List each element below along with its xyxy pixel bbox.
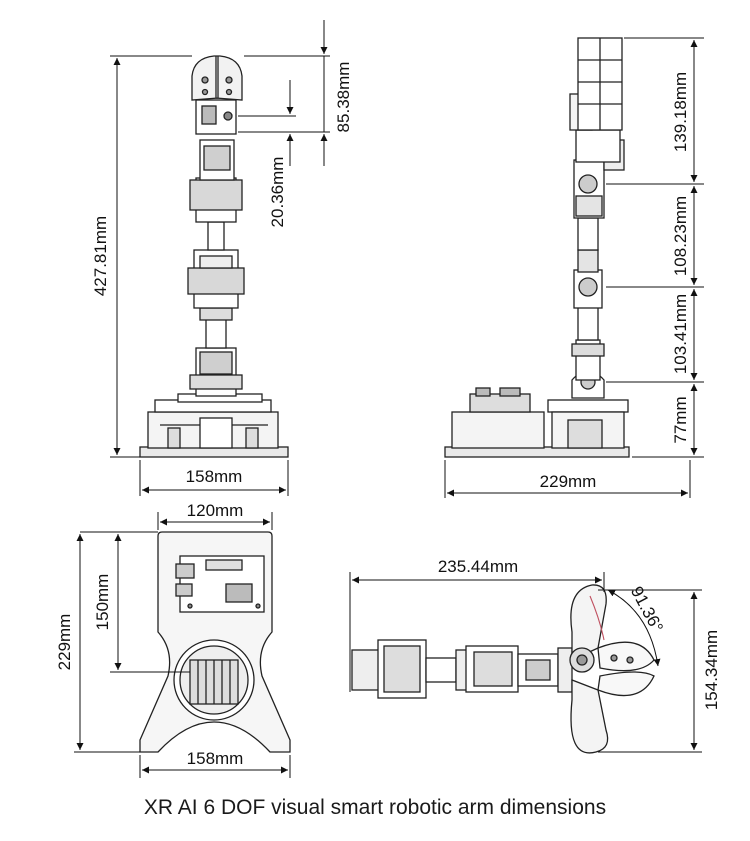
figure-caption: XR AI 6 DOF visual smart robotic arm dim… [143,796,607,819]
side-dimension-lines [444,37,704,498]
front-gripper [191,55,243,101]
front-base-width-label: 158mm [186,467,243,486]
side-base-depth-label: 229mm [540,472,597,491]
side-base-height-label: 77mm [671,396,690,443]
top-total-length-label: 229mm [55,614,74,671]
front-gripper-height-label: 85.38mm [334,62,353,133]
side-segment-top-label: 139.18mm [671,72,690,152]
horizontal-gripper [570,584,607,662]
front-gripper-offset-label: 20.36mm [268,157,287,228]
front-view [139,55,289,458]
horizontal-base-servo [351,649,381,691]
front-overall-height-label: 427.81mm [91,216,110,296]
horizontal-view [351,584,655,754]
front-dimension-lines [110,20,330,496]
top-view [139,531,291,753]
horizontal-gripper-span-label: 154.34mm [702,630,721,710]
side-segment-lower-label: 103.41mm [671,294,690,374]
top-dimension-lines [74,512,291,778]
side-view [444,37,630,458]
top-board-length-label: 150mm [93,574,112,631]
horizontal-reach-label: 235.44mm [438,557,518,576]
top-base-width-label: 158mm [187,749,244,768]
side-segment-upper-label: 108.23mm [671,196,690,276]
top-board-width-label: 120mm [187,501,244,520]
horizontal-dimension-lines [349,572,702,753]
